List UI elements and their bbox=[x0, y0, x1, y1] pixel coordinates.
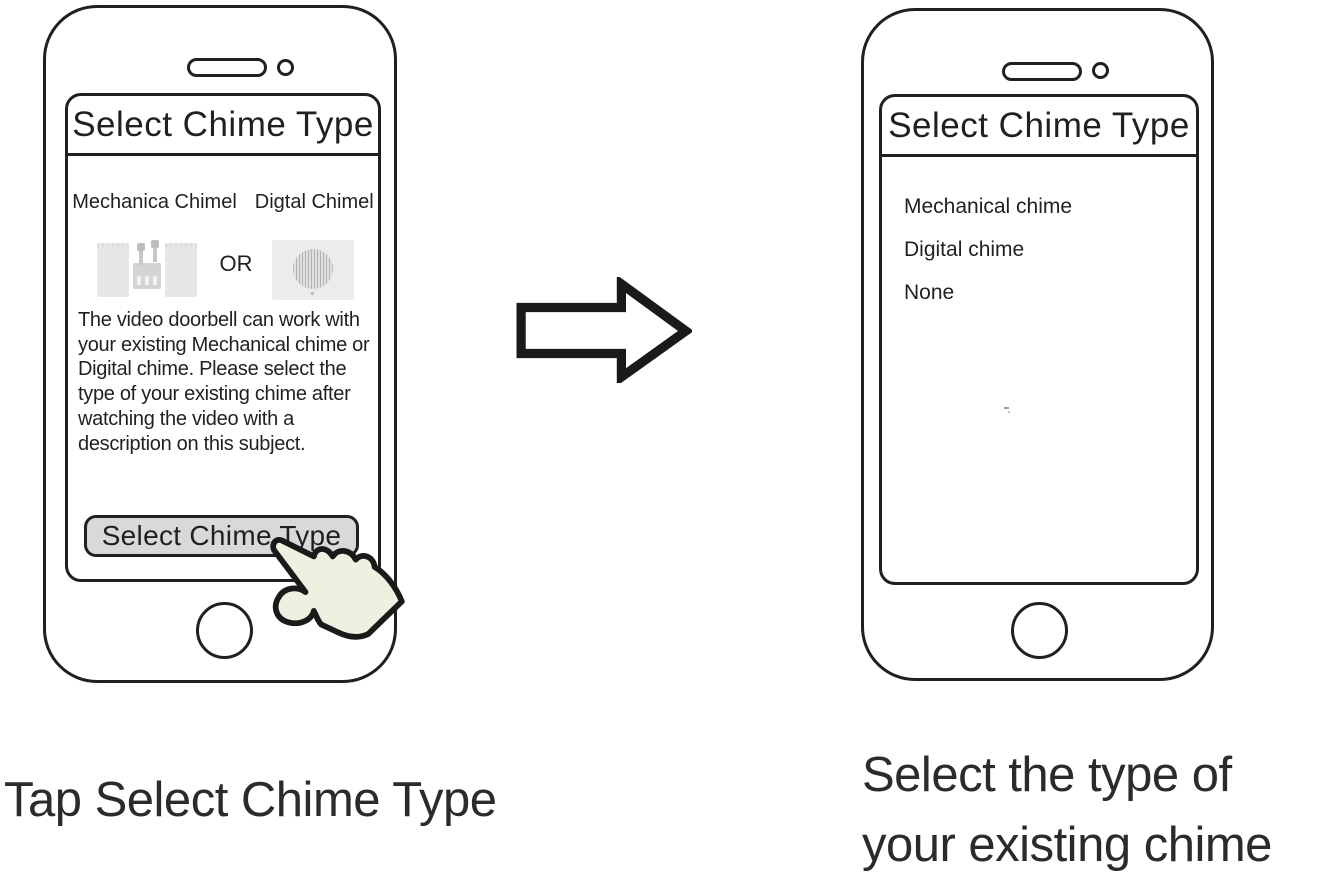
chime-screw-icon bbox=[137, 243, 145, 265]
step1-caption: Tap Select Chime Type bbox=[4, 773, 497, 827]
chime-cover-right bbox=[165, 243, 197, 297]
screen-step2: Select Chime Type Mechanical chime Digit… bbox=[879, 94, 1199, 585]
description-text: The video doorbell can work with your ex… bbox=[78, 309, 370, 455]
screen-header: Select Chime Type bbox=[68, 96, 378, 156]
or-label: OR bbox=[219, 251, 253, 276]
phone-mockup-step2: Select Chime Type Mechanical chime Digit… bbox=[861, 8, 1214, 681]
page-title: Select Chime Type bbox=[72, 104, 374, 144]
print-artifact bbox=[1004, 407, 1010, 413]
chime-cover-left bbox=[97, 243, 129, 297]
home-button[interactable] bbox=[196, 602, 253, 659]
digital-chime-label: Digtal Chimel bbox=[254, 191, 374, 213]
phone-camera bbox=[1092, 62, 1109, 79]
chime-terminal-block bbox=[133, 263, 161, 289]
option-digital-chime[interactable]: Digital chime bbox=[904, 238, 1025, 261]
page-title: Select Chime Type bbox=[888, 105, 1190, 145]
screen-step1: Select Chime Type Mechanica Chimel Digta… bbox=[65, 93, 381, 582]
home-button[interactable] bbox=[1011, 602, 1068, 659]
phone-mockup-step1: Select Chime Type Mechanica Chimel Digta… bbox=[43, 5, 397, 683]
chime-option-list: Mechanical chime Digital chime None bbox=[904, 195, 1072, 305]
screen-header: Select Chime Type bbox=[882, 97, 1196, 157]
phone-speaker bbox=[1002, 62, 1082, 81]
select-chime-type-button[interactable]: Select Chime Type bbox=[84, 515, 359, 557]
chime-type-labels: Mechanica Chimel Digtal Chimel bbox=[68, 191, 378, 214]
digital-chime-image bbox=[272, 240, 354, 300]
speaker-grille-icon bbox=[293, 249, 333, 289]
chime-led-dot bbox=[311, 292, 314, 295]
step2-caption-line1: Select the type of bbox=[862, 748, 1232, 802]
chime-screw-icon bbox=[151, 240, 159, 262]
option-none[interactable]: None bbox=[904, 281, 955, 304]
mechanical-chime-image bbox=[97, 239, 197, 301]
mechanical-chime-label: Mechanica Chimel bbox=[72, 191, 237, 213]
chime-images-row: OR bbox=[68, 236, 378, 302]
step2-caption: Select the type of your existing chime bbox=[862, 740, 1272, 873]
phone-speaker bbox=[187, 58, 267, 77]
next-step-arrow bbox=[516, 277, 692, 383]
option-mechanical-chime[interactable]: Mechanical chime bbox=[904, 195, 1073, 218]
phone-camera bbox=[277, 59, 294, 76]
tap-hand-icon bbox=[270, 537, 405, 640]
step2-caption-line2: your existing chime bbox=[862, 818, 1272, 872]
